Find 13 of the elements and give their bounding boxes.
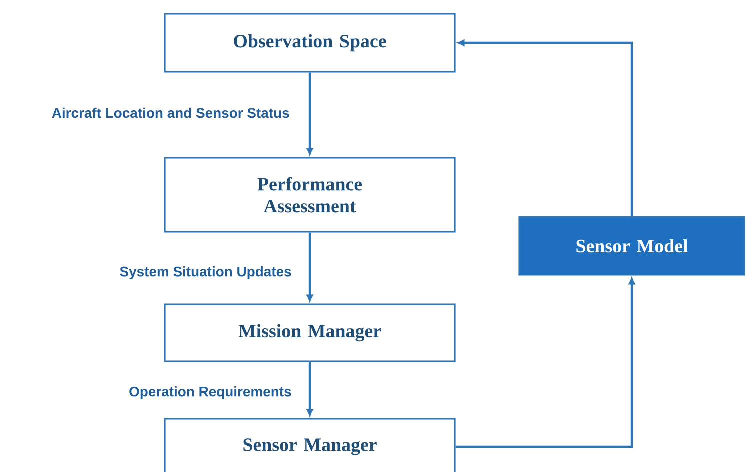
edge-label: Aircraft Location and Sensor Status [52, 108, 290, 118]
edge-label: Operation Requirements [130, 386, 292, 400]
process-box: Performance Assessment [164, 157, 456, 233]
process-box: Mission Manager [164, 304, 456, 362]
process-box: Observation Space [164, 13, 456, 73]
process-box: Sensor Manager [164, 418, 456, 472]
process-box: Sensor Model [518, 216, 746, 276]
arrow [458, 40, 634, 216]
arrow [306, 72, 314, 155]
edge-label: System Situation Updates [120, 266, 292, 280]
arrow [456, 278, 636, 448]
arrow [306, 232, 314, 302]
arrow [306, 362, 314, 416]
